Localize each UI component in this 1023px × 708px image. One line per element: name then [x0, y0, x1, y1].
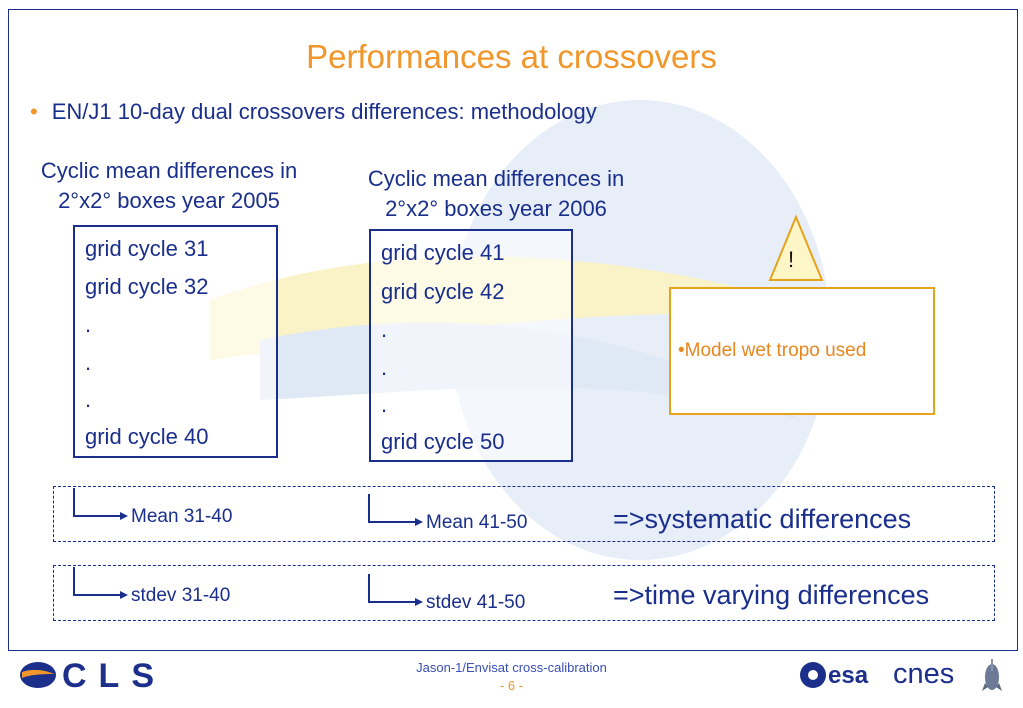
bullet-dot: • [30, 99, 38, 124]
caption-2005-line1: Cyclic mean differences in [40, 158, 298, 183]
mean-row-box [53, 486, 995, 542]
grid-item: grid cycle 41 [381, 240, 505, 265]
grid-item: grid cycle 31 [85, 236, 209, 261]
stdev-right-arrow-icon [368, 574, 423, 606]
stdev-left-arrow-icon [73, 567, 128, 599]
stdev-31-40: stdev 31-40 [131, 585, 231, 606]
grid-item: . [85, 312, 92, 337]
page-number: - 6 - [499, 678, 524, 693]
footer-divider [8, 650, 1016, 651]
slide-title: Performances at crossovers [306, 38, 717, 75]
grid-item: . [85, 387, 92, 412]
stdev-row-box [53, 565, 995, 621]
rocket-icon [982, 659, 1002, 691]
cls-swirl-icon [20, 662, 56, 688]
footer-title: Jason-1/Envisat cross-calibration [416, 660, 607, 675]
mean-41-50: Mean 41-50 [426, 512, 528, 533]
grid-item: . [381, 317, 388, 342]
grid-item: . [381, 355, 388, 380]
grid-item: grid cycle 42 [381, 279, 505, 304]
grid-item: grid cycle 32 [85, 274, 209, 299]
warning-symbol: ! [788, 247, 795, 272]
caption-2006-line1: Cyclic mean differences in [367, 166, 625, 191]
grid-item: grid cycle 50 [381, 429, 505, 454]
mean-left-arrow-icon [73, 488, 128, 520]
caption-2005-line2: 2°x2° boxes year 2005 [58, 188, 280, 213]
mean-31-40: Mean 31-40 [131, 506, 233, 527]
cls-logo-text: CLS [62, 657, 166, 695]
mean-right-arrow-icon [368, 494, 423, 526]
esa-logo-text: esa [828, 662, 869, 689]
cnes-logo-text: cnes [893, 658, 955, 690]
esa-mark-icon [800, 662, 826, 688]
caption-2006: Cyclic mean differences in 2°x2° boxes y… [336, 164, 656, 224]
warning-triangle-icon [768, 214, 824, 281]
grid-item: . [381, 392, 388, 417]
grid-list-2006: grid cycle 41 grid cycle 42 . . . grid c… [369, 229, 573, 462]
caption-2006-line2: 2°x2° boxes year 2006 [385, 196, 607, 221]
caption-2005: Cyclic mean differences in 2°x2° boxes y… [10, 156, 328, 216]
stdev-41-50: stdev 41-50 [426, 592, 526, 613]
note-text: •Model wet tropo used [678, 340, 867, 361]
note-box: •Model wet tropo used [669, 287, 935, 415]
grid-item: grid cycle 40 [85, 424, 209, 449]
bullet-point: • EN/J1 10-day dual crossovers difference… [30, 99, 597, 125]
bullet-text: EN/J1 10-day dual crossovers differences… [51, 99, 597, 124]
systematic-conclusion: =>systematic differences [613, 504, 912, 534]
time-varying-conclusion: =>time varying differences [613, 580, 930, 610]
grid-item: . [85, 350, 92, 375]
grid-list-2005: grid cycle 31 grid cycle 32 . . . grid c… [73, 225, 278, 458]
